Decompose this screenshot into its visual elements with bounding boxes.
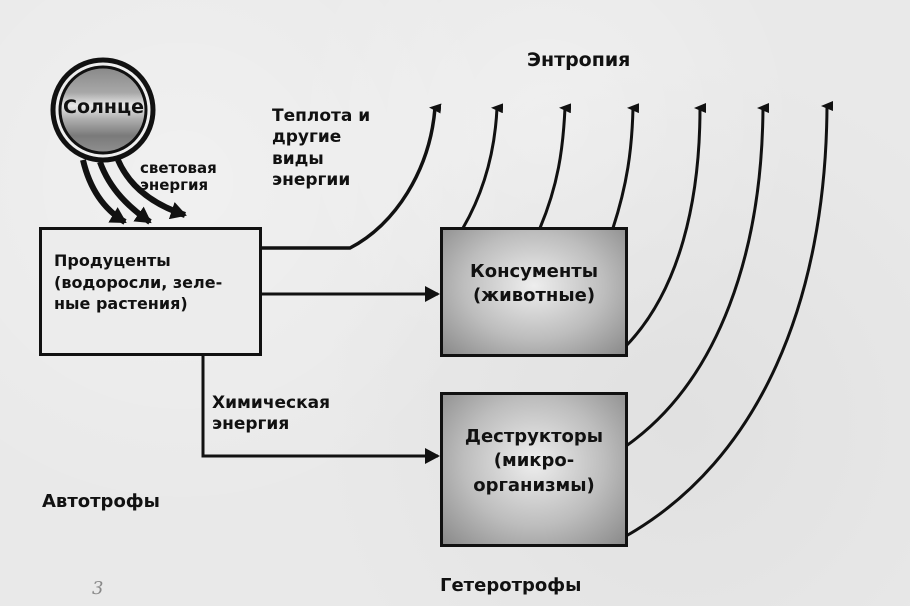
entropy-arrow-consumers-side [624,103,707,348]
heat-label-line: виды [272,148,324,169]
producers-box: Продуценты (водоросли, зеле- ные растени… [39,227,262,356]
entropy-arrow-consumers-3 [611,103,640,229]
light-energy-arrows [80,158,187,225]
sun-circle [50,57,156,163]
producers-line: (водоросли, зеле- [54,272,223,292]
decomposers-box: Деструкторы (микро- организмы) [440,392,628,547]
light-energy-label-line: световая [140,159,217,177]
heat-arrow-producers [262,103,442,250]
light-arrow-2 [97,160,152,225]
producers-line: ные растения) [54,294,188,314]
consumers-box: Консументы (животные) [440,227,628,357]
consumers-line: (животные) [472,285,596,307]
heat-label: Теплота и другие виды энергии [272,106,370,191]
light-arrow-1 [80,159,127,225]
decomposers-line: организмы) [473,474,595,496]
consumers-title: Консументы [470,261,598,282]
page-number: 3 [92,578,104,599]
entropy-arrow-decomposers-2 [625,101,834,538]
light-arrow-3 [115,158,187,220]
sun-label: Солнце [63,96,145,118]
chemical-energy-label-line: Химическая [212,393,331,413]
decomposers-title: Деструкторы [464,426,604,447]
light-energy-label-line: энергия [140,175,209,194]
entropy-arrow-consumers-2 [538,103,572,229]
decomposers-text: Деструкторы (микро- организмы) [443,425,625,498]
entropy-arrows [461,101,834,538]
chemical-energy-label-line: энергия [212,414,290,435]
entropy-label: Энтропия [527,49,631,71]
heterotrophs-label: Гетеротрофы [440,575,582,596]
autotrophs-label: Автотрофы [42,491,160,512]
light-energy-label: световая энергия [140,160,217,193]
heat-label-line: другие [272,127,342,148]
entropy-arrow-consumers-1 [461,103,504,229]
heat-label-line: энергии [272,169,351,190]
producers-text: Продуценты (водоросли, зеле- ные растени… [42,250,259,315]
consumers-text: Консументы (животные) [443,260,625,309]
entropy-arrow-decomposers-1 [625,103,770,448]
producers-title: Продуценты [54,251,171,270]
chemical-energy-label: Химическая энергия [212,393,330,436]
heat-label-line: Теплота и [272,106,371,126]
decomposers-line: (микро- [493,450,575,472]
producers-to-decomposers-arrow [201,356,440,464]
